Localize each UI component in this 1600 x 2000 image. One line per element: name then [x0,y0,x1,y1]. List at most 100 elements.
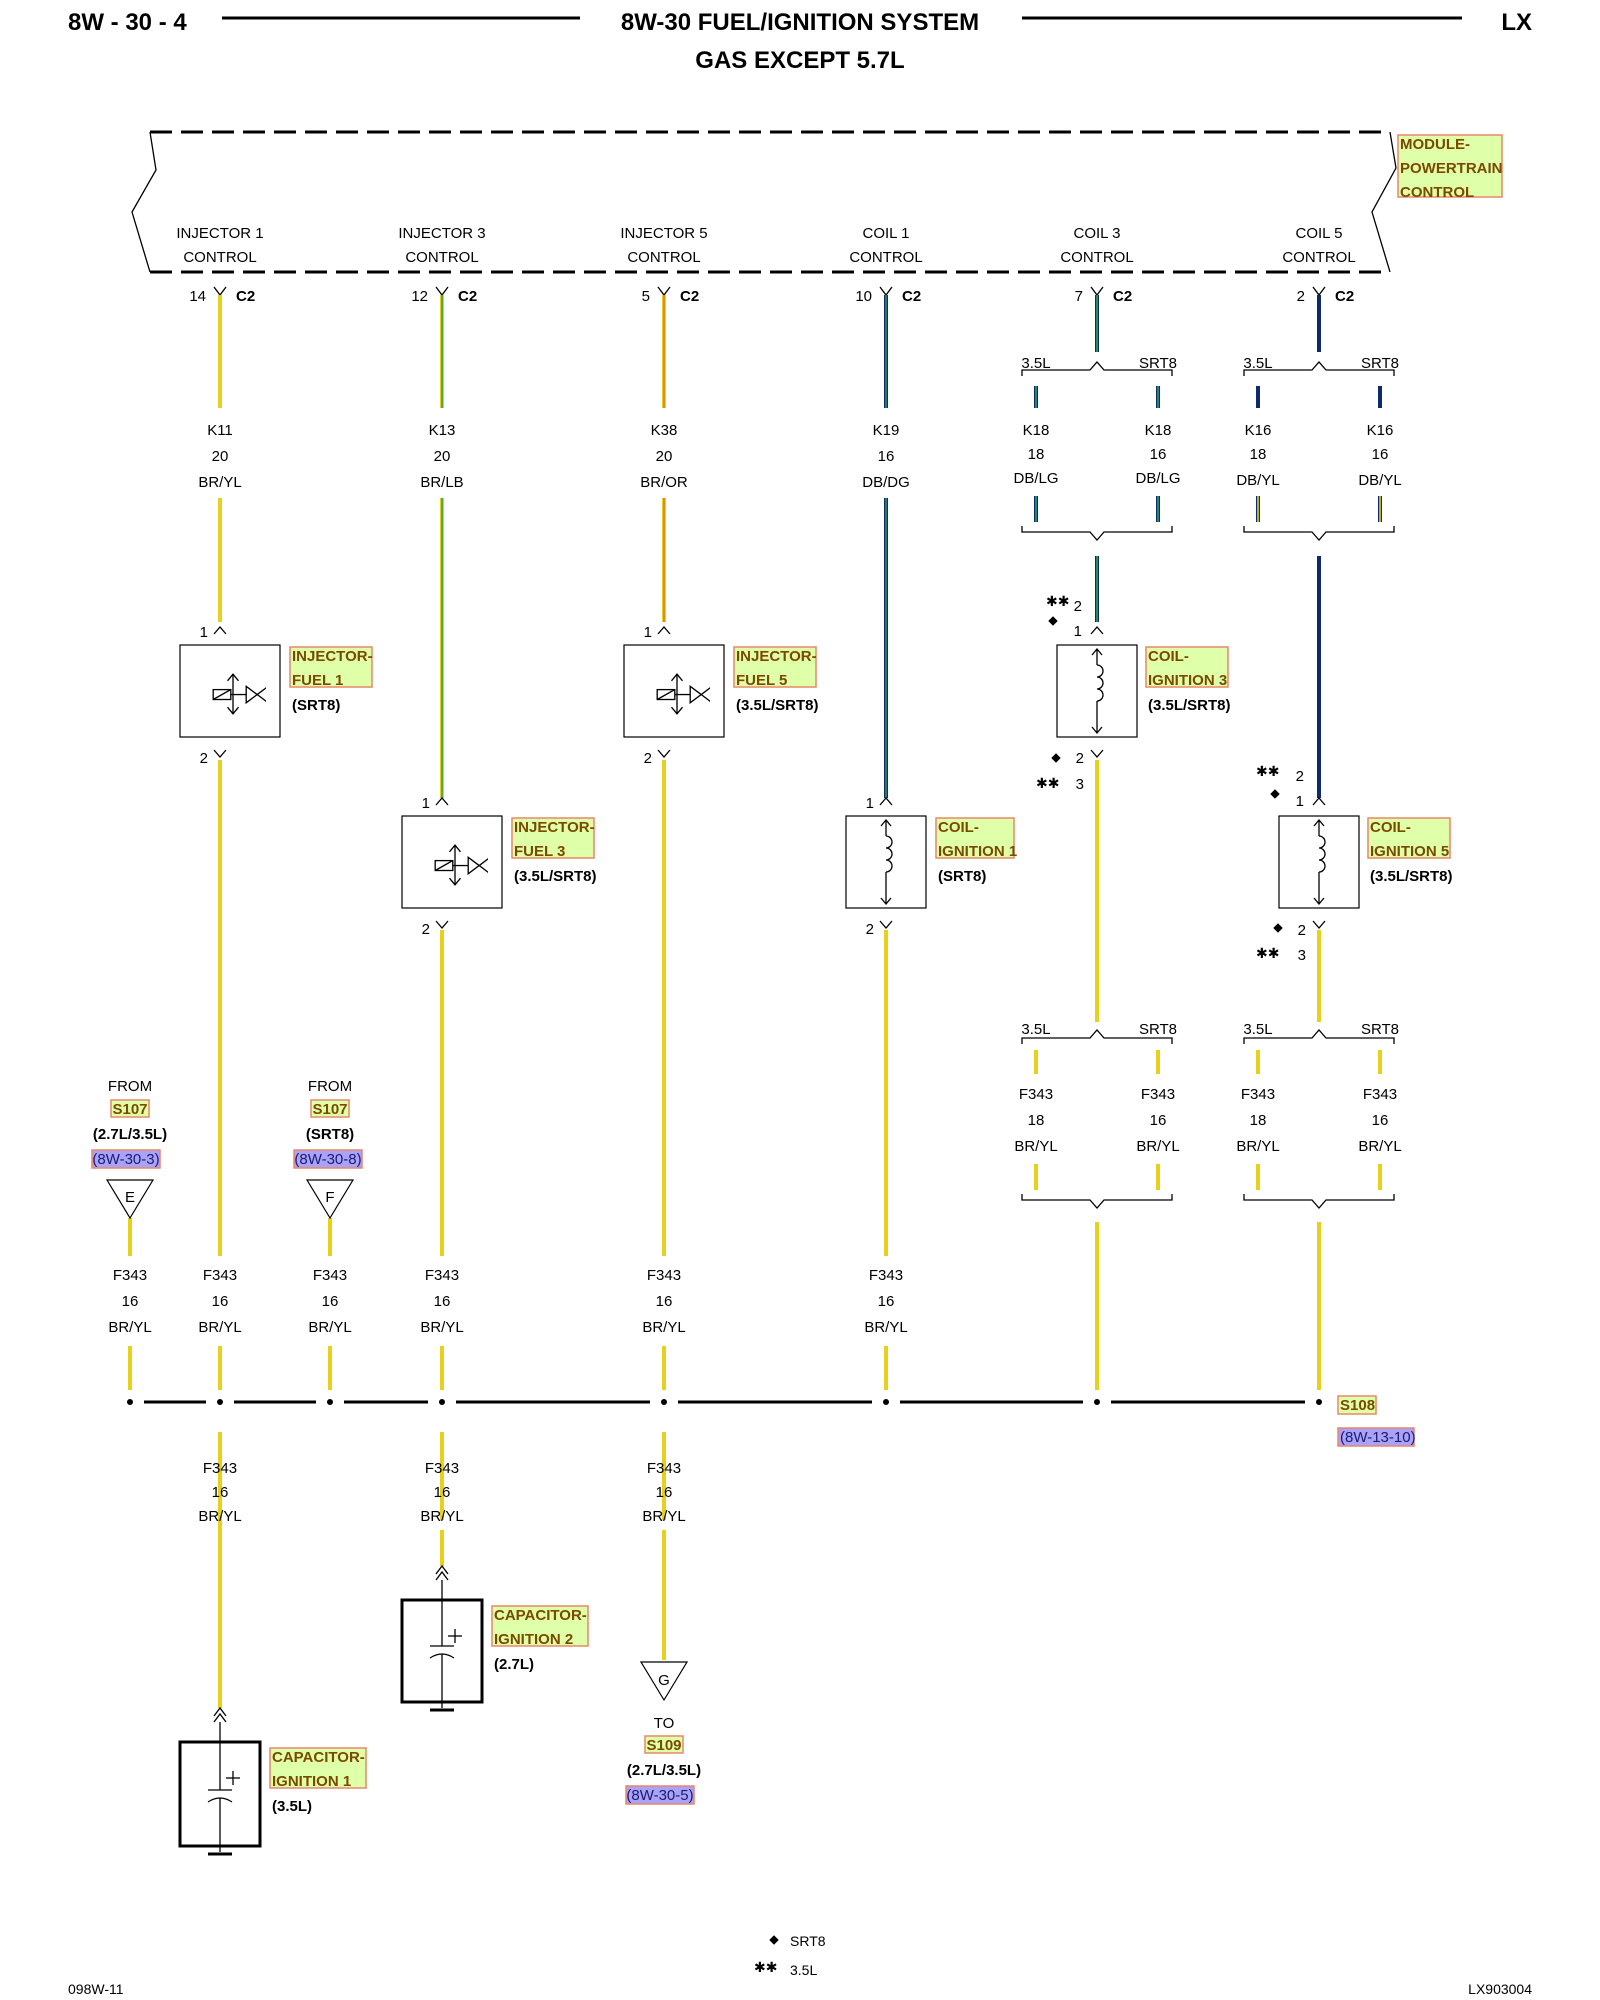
connector-id: C2 [902,288,921,305]
component-name-line1: COIL- [938,819,979,836]
wire-gauge: 18 [1028,1112,1045,1129]
wire-color: BR/YL [642,1319,685,1336]
pin-number-bottom: 2 [644,750,652,767]
legend-srt8-label: SRT8 [790,1933,826,1949]
wire-k16 [1256,295,1382,798]
component-application: (3.5L/SRT8) [1148,697,1231,714]
ref-page-link[interactable]: (8W-30-8) [294,1151,361,1168]
splice-highlight [644,1735,684,1754]
pin-label-line1: COIL 1 [863,225,910,242]
pcm-pin-injector-3: INJECTOR 3 CONTROL 12 C2 [398,225,485,305]
component-name-highlight [491,1605,589,1647]
pin-label-line1: INJECTOR 1 [176,225,263,242]
splice-node [1094,1399,1100,1405]
ref-letter: F [325,1189,334,1206]
pin-number-top: 1 [866,795,874,812]
module-name-line1: MODULE- [1400,136,1470,153]
page-ref-highlight [625,1785,695,1805]
wire-color: BR/YL [198,1319,241,1336]
wire-label-f343-coil5-srt8: F343 16 BR/YL [1358,1086,1401,1155]
pin-number: 5 [642,288,650,305]
ref-direction: FROM [108,1078,152,1095]
component-application: (3.5L/SRT8) [736,697,819,714]
wire-label-f343-s109: F343 16 BR/YL [642,1460,685,1525]
ref-letter: E [125,1189,135,1206]
component-name-highlight [733,646,817,688]
wire-gauge: 16 [656,1293,673,1310]
pin-number-top: 1 [200,624,208,641]
from-ref-s107-e: FROM S107 (2.7L/3.5L) (8W-30-3) E [91,1078,167,1220]
branch-variant: 3.5L [1021,1021,1050,1038]
splice-node [327,1399,333,1405]
ref-page-link[interactable]: (8W-30-3) [92,1151,159,1168]
circuit-id: F343 [203,1267,237,1284]
component-name-line2: FUEL 5 [736,672,787,689]
pin-number-bottom: 2 [422,921,430,938]
legend-diamond-icon [1273,923,1283,933]
page-subtitle: GAS EXCEPT 5.7L [695,47,904,74]
connector-triangle-icon [305,1179,355,1220]
splice-node [127,1399,133,1405]
wire-color: BR/OR [640,474,688,491]
component-application: (3.5L/SRT8) [514,868,597,885]
pin-label-line1: COIL 3 [1074,225,1121,242]
wire-label-k19: K19 16 DB/DG [862,422,910,491]
legend-diamond-icon [1048,616,1058,626]
pcm-pin-injector-5: INJECTOR 5 CONTROL 5 C2 [620,225,707,305]
circuit-id: F343 [869,1267,903,1284]
wire-color: DB/YL [1236,472,1279,489]
wire-gauge: 18 [1250,446,1267,463]
injector-fuel-5: 1 2 INJECTOR- FUEL 5 (3.5L/SRT8) [623,624,819,767]
circuit-id: K16 [1245,422,1272,439]
wire-label-k18-35l: K18 18 DB/LG [1013,422,1058,487]
pin-label-line1: COIL 5 [1296,225,1343,242]
injector-fuel-3: 1 2 INJECTOR- FUEL 3 (3.5L/SRT8) [401,795,597,938]
pin-label-line1: INJECTOR 3 [398,225,485,242]
connector-triangle-icon [105,1179,155,1220]
pin-label-line1: INJECTOR 5 [620,225,707,242]
pin-label-line2: CONTROL [1060,249,1133,266]
wire-f343-coil-5 [1256,930,1382,1390]
wire-gauge: 20 [434,448,451,465]
wire-gauge: 16 [878,1293,895,1310]
coil-winding-icon [1313,818,1326,906]
module-name-line3: CONTROL [1400,184,1474,201]
circuit-id: F343 [425,1460,459,1477]
wire-gauge: 16 [322,1293,339,1310]
pcm-pin-coil-5: COIL 5 CONTROL 2 C2 [1282,225,1355,305]
module-name-line2: POWERTRAIN [1400,160,1503,177]
wire-color: DB/DG [862,474,910,491]
circuit-id: F343 [1241,1086,1275,1103]
splice-page-link[interactable]: (8W-13-10) [1340,1429,1416,1446]
wire-color: BR/YL [642,1508,685,1525]
wire-label-f343-injector1: F343 16 BR/YL [198,1267,241,1336]
wire-f343-coil-3 [1034,760,1160,1390]
wire-label-k13: K13 20 BR/LB [420,422,463,491]
connector-id: C2 [458,288,477,305]
component-application: (SRT8) [292,697,340,714]
component-name-highlight [289,646,373,688]
pcm-pin-coil-3: COIL 3 CONTROL 7 C2 [1060,225,1133,305]
ref-letter: G [658,1672,670,1689]
wire-label-f343-from-e: F343 16 BR/YL [108,1267,151,1336]
splice-highlight [1337,1395,1377,1415]
splice-highlight [310,1099,350,1118]
branch-bracket-coil-3-bottom: 3.5L SRT8 [1021,1021,1177,1209]
wire-color: BR/YL [198,1508,241,1525]
coil-ignition-1: 1 2 COIL- IGNITION 1 (SRT8) [845,795,1017,938]
pcm-pin-coil-1: COIL 1 CONTROL 10 C2 [849,225,922,305]
wire-gauge: 16 [212,1484,229,1501]
page-ref-highlight [293,1149,363,1169]
injector-fuel-1: 1 2 INJECTOR- FUEL 1 (SRT8) [179,624,373,767]
wire-gauge: 16 [1150,446,1167,463]
component-name-line1: INJECTOR- [736,648,817,665]
ref-page-link[interactable]: (8W-30-5) [626,1787,693,1804]
component-name-line1: COIL- [1370,819,1411,836]
splice-node [1316,1399,1322,1405]
splice-s108-bus: S108 (8W-13-10) [127,1395,1416,1447]
circuit-id: F343 [1019,1086,1053,1103]
module-name-highlight [1397,134,1503,198]
circuit-id: F343 [203,1460,237,1477]
srt8-diamond-icon [769,1935,779,1945]
